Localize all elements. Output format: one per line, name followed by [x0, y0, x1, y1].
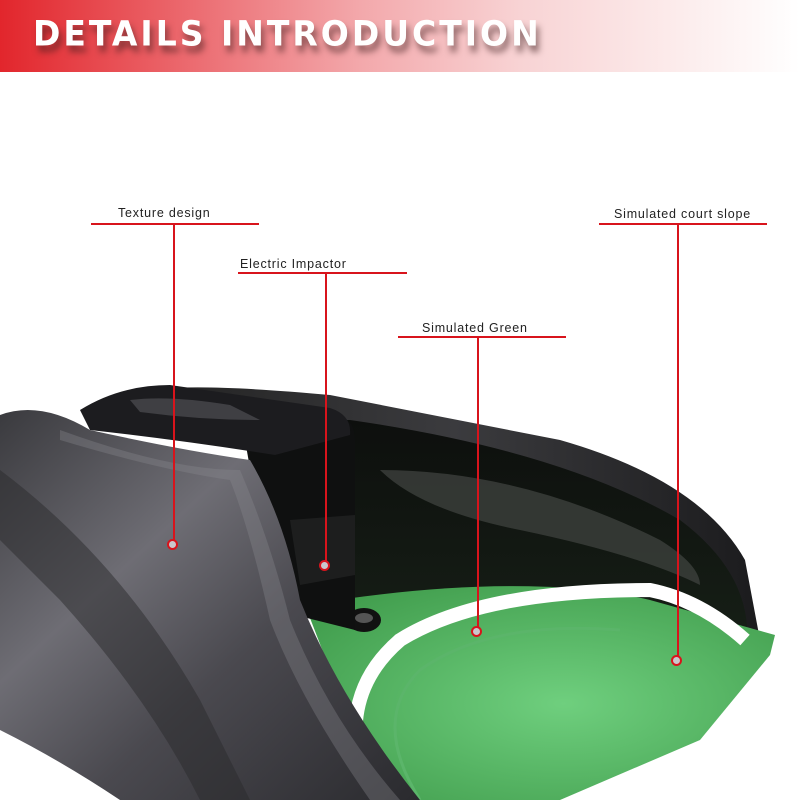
callout-underline [398, 336, 566, 338]
callout-marker-dot [319, 560, 330, 571]
callout-label: Texture design [118, 206, 211, 220]
header-banner: DETAILS INTRODUCTION [0, 0, 800, 72]
page-title: DETAILS INTRODUCTION [33, 13, 542, 54]
callout-label: Simulated Green [422, 321, 528, 335]
callout-leader-line [477, 337, 479, 627]
callout-leader-line [677, 224, 679, 656]
callout-marker-dot [471, 626, 482, 637]
callout-leader-line [173, 224, 175, 540]
callout-marker-dot [671, 655, 682, 666]
callout-label: Electric Impactor [240, 257, 347, 271]
callout-underline [599, 223, 767, 225]
callout-marker-dot [167, 539, 178, 550]
callout-underline [91, 223, 259, 225]
callout-leader-line [325, 273, 327, 561]
callout-label: Simulated court slope [614, 207, 752, 221]
callout-underline [238, 272, 407, 274]
